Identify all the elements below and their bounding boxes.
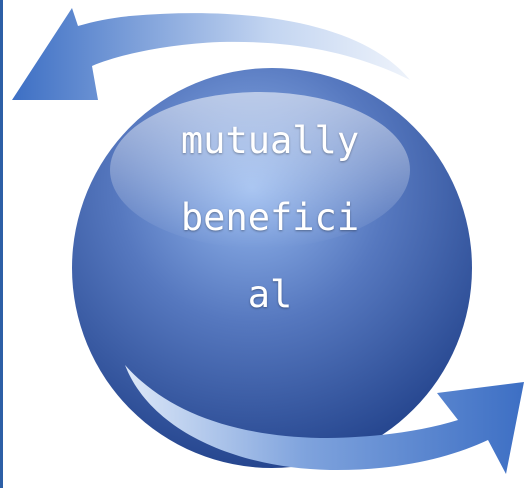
left-edge-bar — [0, 0, 3, 488]
top-arrow — [12, 8, 410, 100]
center-sphere — [72, 68, 472, 468]
center-text-line-3: al — [247, 273, 293, 316]
center-text-line-2: benefici — [180, 196, 360, 239]
bottom-arrow — [125, 365, 524, 474]
center-text-line-1: mutually — [180, 119, 360, 162]
